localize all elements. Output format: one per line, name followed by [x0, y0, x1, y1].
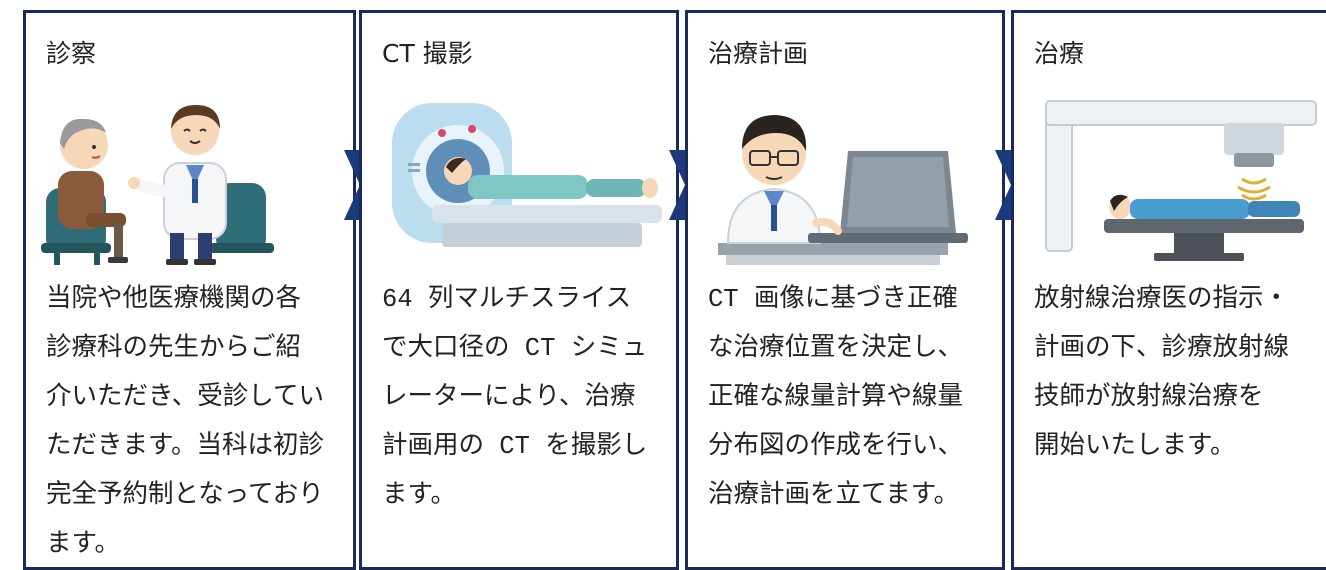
- radiotherapy-machine-illustration: [1024, 93, 1324, 273]
- step-title: CT 撮影: [382, 39, 473, 68]
- treatment-flow: 診察: [23, 10, 1326, 570]
- step-card-consultation: 診察: [23, 10, 356, 570]
- step-description: CT 画像に基づき正確 な治療位置を決定し、 正確な線量計算や線量 分布図の作成…: [708, 285, 964, 510]
- step-title: 診察: [46, 39, 97, 68]
- step-description: 64 列マルチスライス で大口径の CT シミュ レーターにより、治療 計画用の…: [382, 285, 648, 510]
- ct-scanner-illustration: [372, 93, 672, 273]
- step-card-treatment-planning: 治療計画: [685, 10, 1005, 570]
- step-card-treatment: 治療 放射線治療医の: [1011, 10, 1326, 570]
- doctor-laptop-illustration: [698, 93, 998, 273]
- step-description: 当院や他医療機関の各 診療科の先生からご紹 介いただき、受診してい ただきます。…: [46, 285, 324, 559]
- step-card-ct-scan: CT 撮影 64 列マルチスライス で: [359, 10, 679, 570]
- step-title: 治療: [1034, 39, 1085, 68]
- doctor-consultation-illustration: [36, 93, 336, 273]
- step-title: 治療計画: [708, 39, 809, 68]
- step-description: 放射線治療医の指示・ 計画の下、診療放射線 技師が放射線治療を 開始いたします。: [1034, 285, 1290, 461]
